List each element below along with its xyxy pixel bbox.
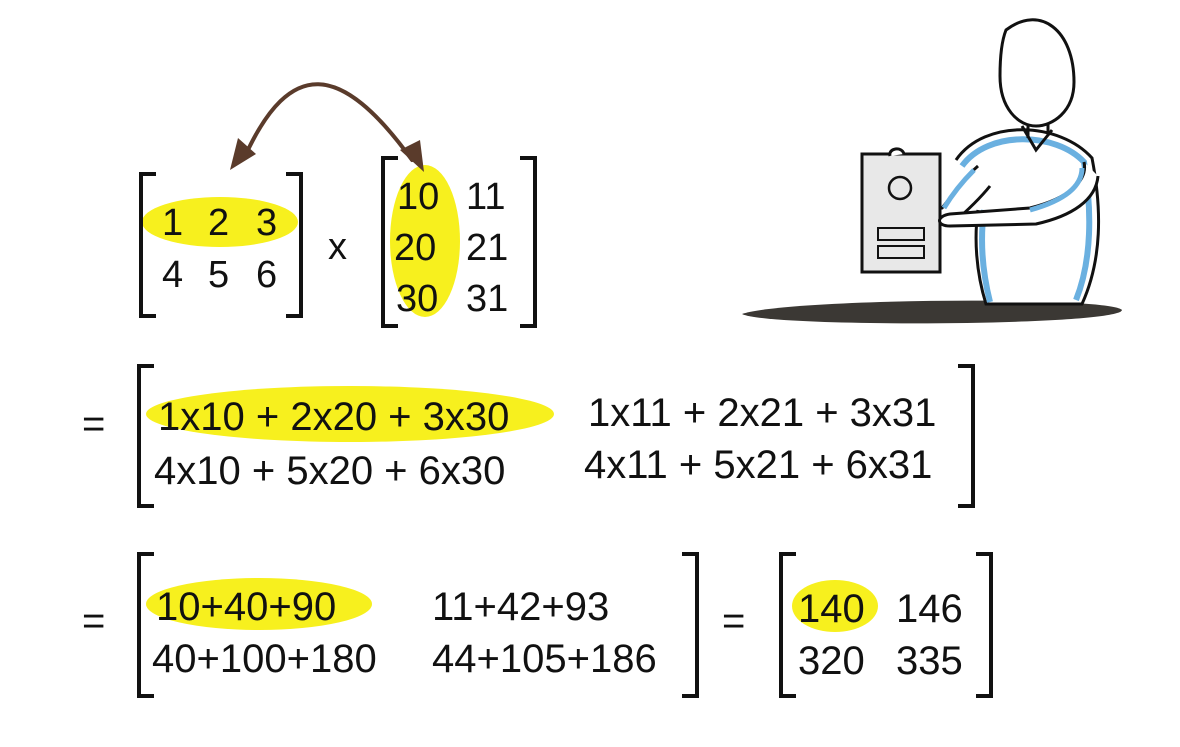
matrix-b-cell: 21 xyxy=(466,227,509,269)
presenter-figure-icon xyxy=(742,18,1122,324)
expansion-cell: 4x11 + 5x21 + 6x31 xyxy=(584,443,933,487)
sums-cell: 10+40+90 xyxy=(156,585,337,629)
result-cell: 146 xyxy=(896,587,963,631)
result-left-bracket xyxy=(779,552,796,698)
result-cell: 140 xyxy=(798,587,865,631)
expansion-cell: 1x11 + 2x21 + 3x31 xyxy=(588,391,937,435)
matrix-b-cell: 20 xyxy=(394,227,437,269)
sums-cell: 40+100+180 xyxy=(152,637,377,681)
expansion-right-bracket xyxy=(958,364,975,508)
times-operator: x xyxy=(328,226,347,268)
matrix-b-cell: 31 xyxy=(466,278,509,320)
matrix-a-cell: 3 xyxy=(256,202,278,244)
result-right-bracket xyxy=(976,552,993,698)
result-highlight xyxy=(792,580,878,632)
expansion-highlight xyxy=(146,386,554,442)
result-cell: 320 xyxy=(798,639,865,683)
sums-right-bracket xyxy=(682,552,699,698)
matrix-b-cell: 11 xyxy=(466,176,506,218)
matrix-a-right-bracket xyxy=(286,172,303,318)
equals-sign: = xyxy=(82,402,106,446)
matrix-b-cell: 10 xyxy=(397,176,440,218)
sums-cell: 11+42+93 xyxy=(432,585,610,629)
matrix-a-cell: 5 xyxy=(208,254,230,296)
equals-sign: = xyxy=(82,599,106,643)
matrix-b-right-bracket xyxy=(520,156,537,328)
sums-left-bracket xyxy=(137,552,154,698)
equals-sign: = xyxy=(722,599,746,643)
column-highlight-b xyxy=(390,165,460,317)
result-cell: 335 xyxy=(896,639,963,683)
expansion-left-bracket xyxy=(137,364,154,508)
matrix-a-cell: 6 xyxy=(256,254,278,296)
expansion-cell: 1x10 + 2x20 + 3x30 xyxy=(158,395,510,439)
matrix-a-left-bracket xyxy=(139,172,156,318)
matrix-b-cell: 30 xyxy=(396,278,439,320)
matrix-a-cell: 4 xyxy=(162,254,184,296)
matrix-a-cell: 2 xyxy=(208,202,230,244)
row-highlight-a xyxy=(142,197,298,247)
matrix-b-left-bracket xyxy=(381,156,398,328)
expansion-cell: 4x10 + 5x20 + 6x30 xyxy=(154,449,506,493)
sums-highlight xyxy=(146,578,372,630)
sums-cell: 44+105+186 xyxy=(432,637,657,681)
matrix-a-cell: 1 xyxy=(162,202,184,244)
